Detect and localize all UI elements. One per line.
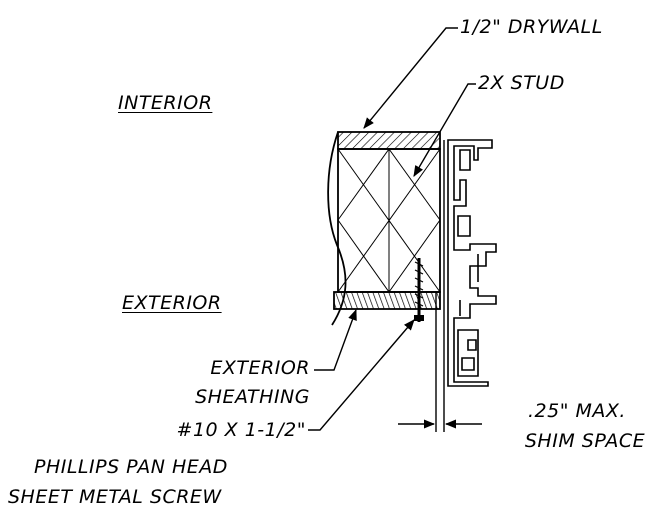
label-shim-line1: .25" MAX. xyxy=(528,400,626,422)
stud xyxy=(337,148,441,293)
exterior-sheathing xyxy=(333,291,441,310)
shim-space-lines xyxy=(435,140,445,432)
label-exterior-sheathing-line2: SHEATHING xyxy=(195,386,310,408)
drywall xyxy=(337,131,441,150)
window-frame-profile xyxy=(447,139,497,387)
label-screw-line2: PHILLIPS PAN HEAD xyxy=(34,456,228,478)
label-stud: 2X STUD xyxy=(478,72,565,94)
label-screw-line3: SHEET METAL SCREW xyxy=(8,486,222,508)
label-drywall: 1/2" DRYWALL xyxy=(460,16,603,38)
label-shim-line2: SHIM SPACE xyxy=(524,430,646,452)
screw xyxy=(414,258,424,322)
leader-lines xyxy=(308,27,482,431)
label-exterior-sheathing-line1: EXTERIOR xyxy=(210,357,310,379)
label-exterior: EXTERIOR xyxy=(122,292,222,314)
label-screw-line1: #10 X 1-1/2" xyxy=(176,419,306,441)
label-interior: INTERIOR xyxy=(118,92,213,114)
